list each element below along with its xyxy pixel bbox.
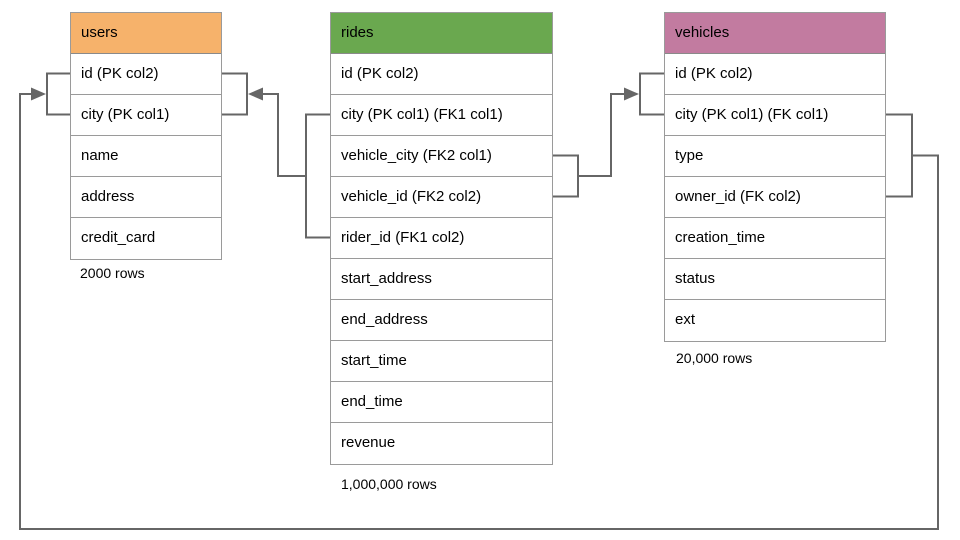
row-count-rides: 1,000,000 rows: [341, 476, 437, 492]
column-row: vehicle_city (FK2 col1): [331, 136, 552, 177]
users-right-bracket: [222, 72, 248, 116]
column-row: type: [665, 136, 885, 177]
rides-right-bracket: [553, 154, 579, 198]
vehicles-left-bracket: [639, 72, 664, 116]
column-row: start_time: [331, 341, 552, 382]
vehicles-right-bracket: [886, 113, 913, 198]
users-left-bracket: [46, 72, 70, 116]
rides-left-bracket: [305, 113, 330, 239]
column-row: id (PK col2): [71, 54, 221, 95]
connector-rides-to-users: [262, 93, 306, 177]
arrowhead-into-users-left: [31, 87, 46, 101]
column-row: rider_id (FK1 col2): [331, 218, 552, 259]
table-vehicles: vehicles id (PK col2) city (PK col1) (FK…: [664, 12, 886, 342]
column-row: creation_time: [665, 218, 885, 259]
column-row: vehicle_id (FK2 col2): [331, 177, 552, 218]
column-row: owner_id (FK col2): [665, 177, 885, 218]
column-row: city (PK col1) (FK col1): [665, 95, 885, 136]
row-count-users: 2000 rows: [80, 265, 145, 281]
column-row: address: [71, 177, 221, 218]
arrowhead-into-users-right: [248, 87, 263, 101]
column-row: revenue: [331, 423, 552, 464]
column-row: id (PK col2): [331, 54, 552, 95]
column-row: end_time: [331, 382, 552, 423]
table-header-users: users: [71, 13, 221, 54]
connector-vehicles-to-users: [19, 93, 939, 530]
table-users: users id (PK col2) city (PK col1) name a…: [70, 12, 222, 260]
column-row: start_address: [331, 259, 552, 300]
column-row: name: [71, 136, 221, 177]
table-rides: rides id (PK col2) city (PK col1) (FK1 c…: [330, 12, 553, 465]
column-row: city (PK col1) (FK1 col1): [331, 95, 552, 136]
table-header-rides: rides: [331, 13, 552, 54]
column-row: city (PK col1): [71, 95, 221, 136]
column-row: end_address: [331, 300, 552, 341]
row-count-vehicles: 20,000 rows: [676, 350, 753, 366]
connector-rides-to-vehicles: [578, 93, 626, 177]
table-header-vehicles: vehicles: [665, 13, 885, 54]
column-row: credit_card: [71, 218, 221, 259]
column-row: status: [665, 259, 885, 300]
column-row: ext: [665, 300, 885, 341]
column-row: id (PK col2): [665, 54, 885, 95]
arrowhead-into-vehicles-left: [624, 87, 639, 101]
